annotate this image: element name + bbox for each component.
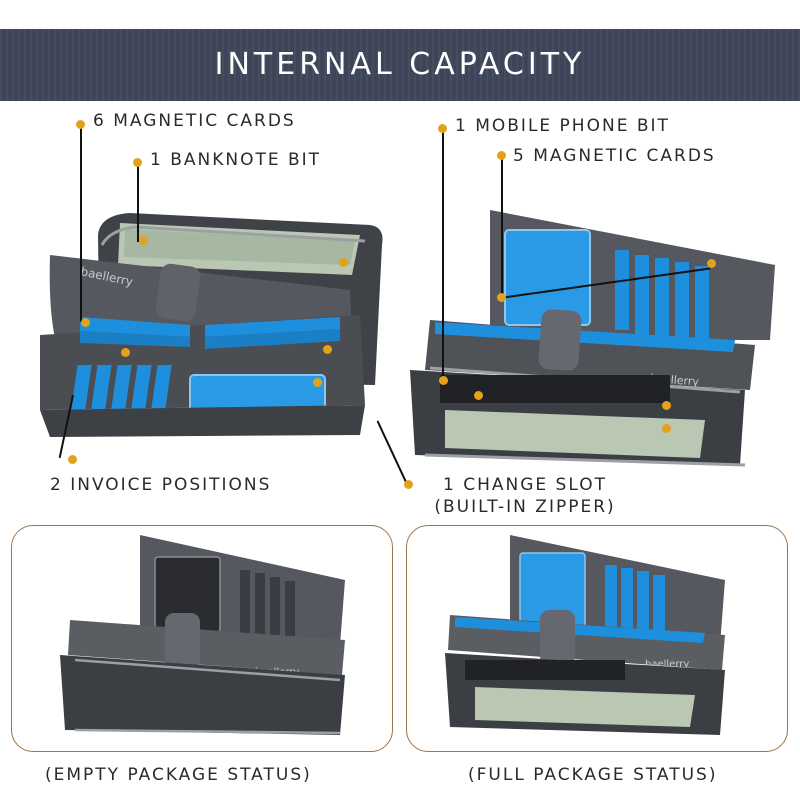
- leader-line: [501, 155, 503, 297]
- callout-dot: [132, 157, 142, 167]
- callout-dot: [473, 390, 483, 400]
- label-6-magnetic-cards: 6 MAGNETIC CARDS: [93, 111, 296, 131]
- callout-dot: [706, 258, 716, 268]
- callout-dot: [403, 479, 413, 489]
- callout-dot: [338, 257, 348, 267]
- callout-dot: [496, 292, 506, 302]
- leader-line: [376, 420, 408, 485]
- leader-line: [442, 128, 444, 380]
- wallet-full-image: baellerry: [445, 535, 725, 735]
- callout-dot: [661, 423, 671, 433]
- brand-logo-text: baellerry: [645, 659, 689, 670]
- callout-dot: [312, 377, 322, 387]
- callout-dot: [496, 150, 506, 160]
- label-5-magnetic-cards: 5 MAGNETIC CARDS: [513, 146, 716, 166]
- wallet-open-right-image: baellerry: [410, 210, 775, 467]
- callout-dot: [438, 375, 448, 385]
- leader-line: [137, 162, 139, 242]
- header-banner: INTERNAL CAPACITY: [0, 29, 800, 101]
- leader-line: [80, 124, 82, 322]
- label-1-mobile-phone-bit: 1 MOBILE PHONE BIT: [455, 116, 670, 136]
- wallet-open-left-image: baellerry: [40, 213, 383, 437]
- callout-dot: [437, 123, 447, 133]
- label-built-in-zipper: (BUILT-IN ZIPPER): [434, 497, 616, 517]
- page-title: INTERNAL CAPACITY: [214, 47, 586, 82]
- label-2-invoice-positions: 2 INVOICE POSITIONS: [50, 475, 272, 495]
- callout-dot: [138, 235, 148, 245]
- callout-dot: [80, 317, 90, 327]
- label-1-banknote-bit: 1 BANKNOTE BIT: [150, 150, 322, 170]
- callout-dot: [322, 344, 332, 354]
- callout-dot: [661, 400, 671, 410]
- callout-dot: [75, 119, 85, 129]
- callout-dot: [67, 454, 77, 464]
- caption-full-status: (FULL PACKAGE STATUS): [468, 765, 718, 785]
- wallet-empty-image: baellerry: [60, 535, 345, 735]
- caption-empty-status: (EMPTY PACKAGE STATUS): [45, 765, 312, 785]
- label-1-change-slot: 1 CHANGE SLOT: [443, 475, 607, 495]
- callout-dot: [120, 347, 130, 357]
